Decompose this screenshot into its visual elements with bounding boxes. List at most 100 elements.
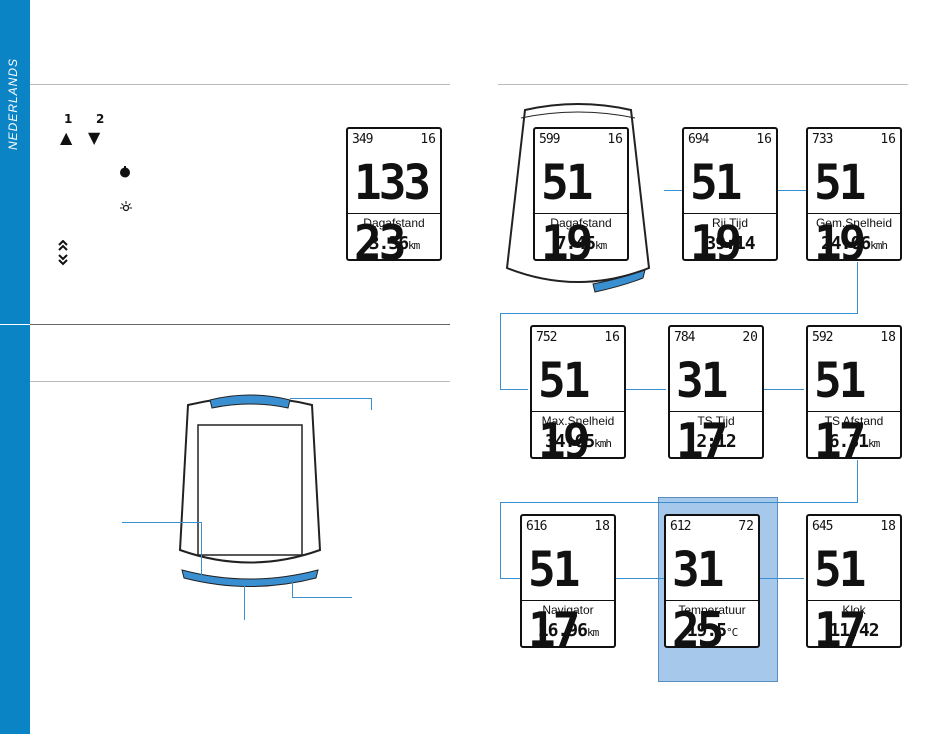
function-label: Navigator: [542, 603, 594, 617]
lcd-top-row: 592 18: [812, 330, 896, 346]
altitude-value: 592: [812, 330, 834, 345]
rule-section: [30, 324, 450, 325]
function-label: Rij Tijd: [711, 216, 748, 230]
function-value: 7.45km: [535, 233, 627, 254]
temperature-value: 18: [880, 330, 896, 345]
speed-value: 31 17: [676, 351, 728, 470]
function-number: 19.5: [686, 620, 727, 641]
function-value: 11:42: [808, 620, 900, 641]
connector: [500, 502, 501, 579]
function-value: 16.96km: [522, 620, 614, 641]
sidebar: NEDERLANDS: [0, 0, 30, 734]
connector: [500, 578, 520, 579]
temperature-value: 16: [604, 330, 620, 345]
temperature-value: 18: [594, 519, 610, 534]
lcd-separator: [348, 213, 440, 214]
connector: [500, 389, 528, 390]
sidebar-divider: [0, 324, 30, 325]
altitude-value: 612: [670, 519, 692, 534]
connector: [500, 313, 858, 314]
speed-value: 133 23: [354, 153, 431, 272]
function-label: Gem.Snelheid: [815, 216, 893, 230]
altitude-value: 752: [536, 330, 558, 345]
altitude-value: 784: [674, 330, 696, 345]
connector: [500, 502, 858, 503]
function-value: 19.5°C: [666, 620, 758, 641]
temperature-value: 16: [756, 132, 772, 147]
callout-left: [122, 522, 202, 523]
callout-top-drop: [371, 398, 372, 410]
temperature-value: 16: [607, 132, 623, 147]
lcd-separator: [684, 213, 776, 214]
connector: [500, 313, 501, 390]
connector: [760, 389, 804, 390]
function-value: 2:12: [670, 431, 762, 452]
function-number: 6.31: [828, 431, 869, 452]
label-1: 1: [64, 112, 73, 126]
chevron-down-icon: [58, 254, 68, 266]
function-label: TS Tijd: [697, 414, 735, 428]
connector: [622, 389, 666, 390]
function-number: 39:14: [705, 233, 755, 254]
speed-value: 51 19: [541, 153, 593, 272]
callout-top: [290, 398, 372, 399]
speed-value: 31 25: [672, 540, 724, 659]
temperature-value: 18: [880, 519, 896, 534]
altitude-value: 616: [526, 519, 548, 534]
callout-right: [292, 597, 352, 598]
lcd-top-row: 616 18: [526, 519, 610, 535]
lcd-separator: [808, 600, 900, 601]
lcd-separator: [532, 411, 624, 412]
function-label: Dagafstand: [550, 216, 612, 230]
chevron-up-icon: [58, 240, 68, 251]
speed-value: 51 17: [814, 540, 866, 659]
connector: [857, 262, 858, 314]
altitude-value: 349: [352, 132, 374, 147]
function-number: 24.06: [820, 233, 871, 254]
function-value: 3.36km: [348, 233, 440, 254]
function-number: 34.65: [544, 431, 595, 452]
function-label: TS Afstand: [824, 414, 884, 428]
function-number: 3.36: [368, 233, 409, 254]
rule-sub: [30, 381, 450, 382]
temperature-value: 72: [738, 519, 754, 534]
function-unit: kmh: [594, 437, 612, 450]
device-outline: [178, 394, 322, 587]
function-value: 34.65kmh: [532, 431, 624, 452]
temperature-value: 16: [420, 132, 436, 147]
lcd-top-row: 612 72: [670, 519, 754, 535]
speed-value: 51 19: [814, 153, 866, 272]
function-unit: kmh: [870, 239, 888, 252]
callout-bottom: [244, 585, 245, 620]
function-label: Klok: [842, 603, 866, 617]
altitude-value: 645: [812, 519, 834, 534]
connector: [664, 190, 682, 191]
function-number: 16.96: [537, 620, 588, 641]
callout-right-drop: [292, 578, 293, 598]
function-label: Max.Snelheid: [541, 414, 615, 428]
speed-value: 51 19: [690, 153, 742, 272]
connector: [614, 578, 664, 579]
connector: [760, 578, 804, 579]
lcd-separator: [670, 411, 762, 412]
temperature-value: 16: [880, 132, 896, 147]
altitude-value: 694: [688, 132, 710, 147]
lcd-separator: [522, 600, 614, 601]
label-2: 2: [96, 112, 105, 126]
speed-value: 51 19: [538, 351, 590, 470]
function-value: 39:14: [684, 233, 776, 254]
function-unit: km: [408, 239, 420, 252]
connector: [776, 190, 806, 191]
function-number: 2:12: [696, 431, 736, 452]
stopwatch-icon: [120, 166, 130, 178]
function-label: Temperatuur: [678, 603, 746, 617]
function-value: 24.06kmh: [808, 233, 900, 254]
